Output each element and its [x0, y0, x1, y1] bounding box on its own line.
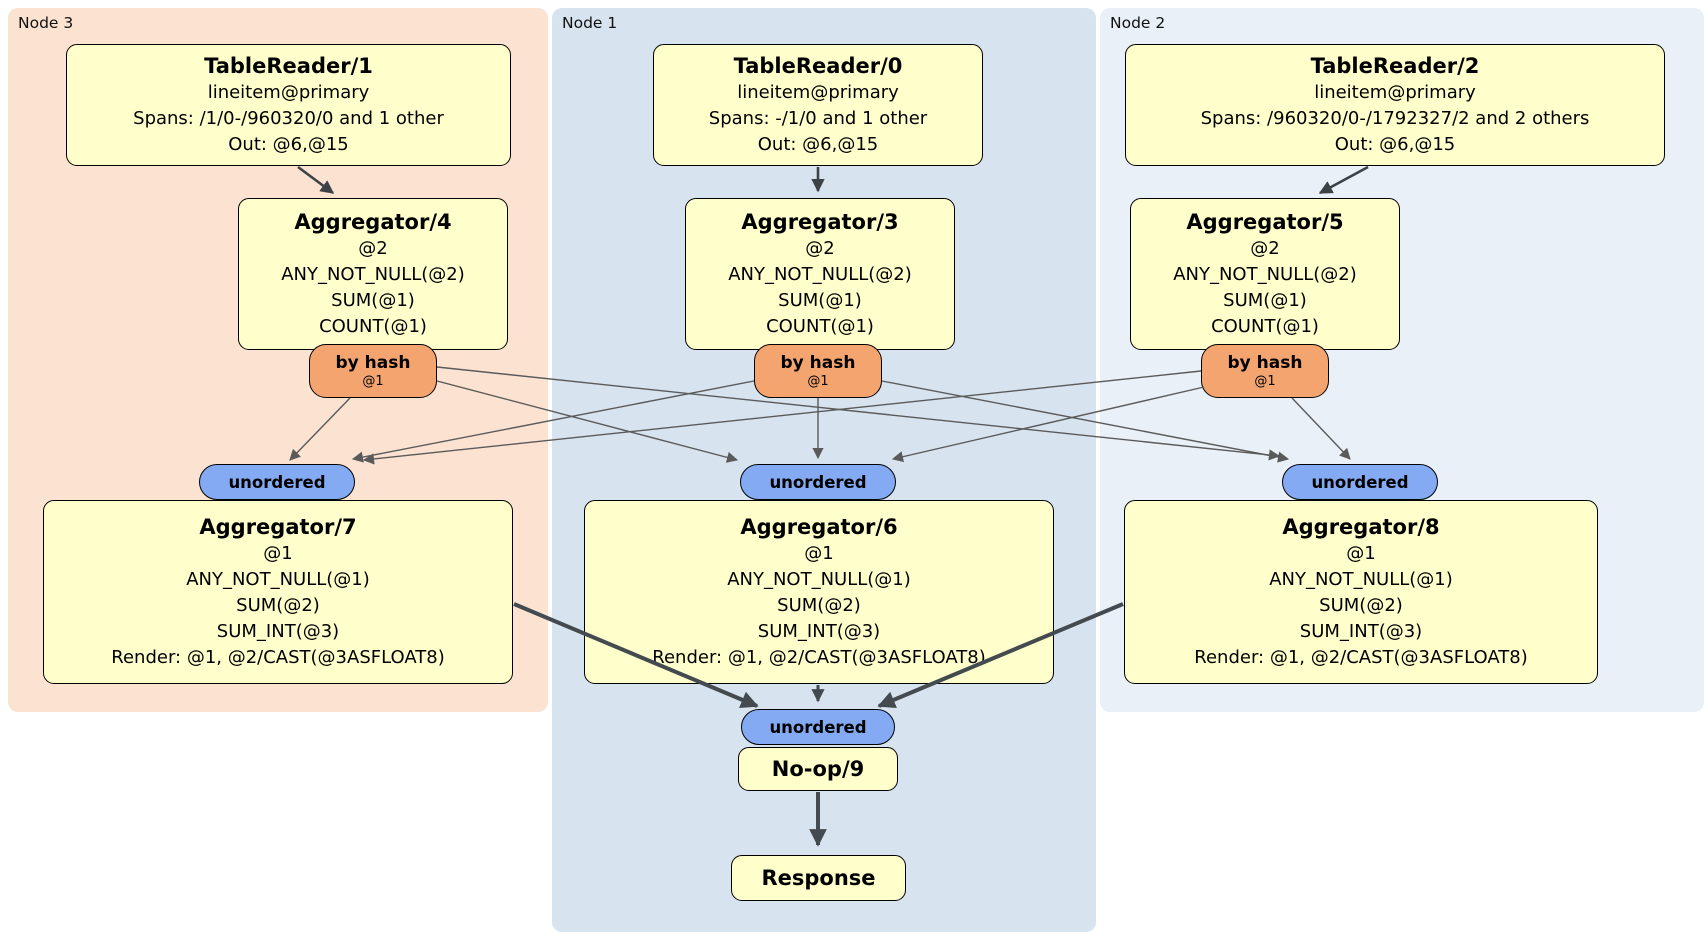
plan-node-aggregator-8: Aggregator/8 @1 ANY_NOT_NULL(@1) SUM(@2)… [1124, 500, 1598, 684]
node-detail: @2 [805, 237, 835, 259]
node-title: Aggregator/7 [199, 514, 357, 539]
unordered-stream-label: unordered [1311, 472, 1409, 492]
hash-router-arg: @1 [362, 373, 384, 389]
node-detail: Spans: /1/0-/960320/0 and 1 other [133, 107, 444, 129]
node-detail: ANY_NOT_NULL(@2) [1173, 263, 1357, 285]
node-detail: @2 [1250, 237, 1280, 259]
plan-node-tablereader-0: TableReader/0 lineitem@primary Spans: -/… [653, 44, 983, 166]
node-detail: Render: @1, @2/CAST(@3ASFLOAT8) [111, 646, 445, 668]
plan-node-aggregator-7: Aggregator/7 @1 ANY_NOT_NULL(@1) SUM(@2)… [43, 500, 513, 684]
node-title: Response [761, 865, 876, 890]
hash-router-label: by hash [335, 352, 411, 373]
plan-node-aggregator-5: Aggregator/5 @2 ANY_NOT_NULL(@2) SUM(@1)… [1130, 198, 1400, 350]
plan-node-aggregator-4: Aggregator/4 @2 ANY_NOT_NULL(@2) SUM(@1)… [238, 198, 508, 350]
node-detail: SUM_INT(@3) [1299, 620, 1423, 642]
plan-node-response: Response [731, 855, 906, 901]
plan-node-tablereader-2: TableReader/2 lineitem@primary Spans: /9… [1125, 44, 1665, 166]
unordered-stream-label: unordered [769, 472, 867, 492]
node-detail: SUM(@2) [236, 594, 320, 616]
node-detail: COUNT(@1) [319, 315, 427, 337]
node-detail: SUM(@1) [1223, 289, 1307, 311]
unordered-stream-6: unordered [740, 464, 896, 500]
node-detail: Render: @1, @2/CAST(@3ASFLOAT8) [652, 646, 986, 668]
node-detail: SUM_INT(@3) [216, 620, 340, 642]
node-title: Aggregator/5 [1186, 209, 1344, 234]
hash-router-label: by hash [780, 352, 856, 373]
node-detail: Spans: -/1/0 and 1 other [708, 107, 928, 129]
node-title: Aggregator/4 [294, 209, 452, 234]
node-detail: Out: @6,@15 [228, 133, 349, 155]
node-detail: ANY_NOT_NULL(@1) [186, 568, 370, 590]
node-detail: lineitem@primary [737, 81, 899, 103]
node-detail: Out: @6,@15 [757, 133, 879, 155]
node-detail: @1 [263, 542, 293, 564]
node-title: TableReader/2 [1310, 53, 1480, 78]
node-detail: @1 [804, 542, 834, 564]
plan-node-aggregator-6: Aggregator/6 @1 ANY_NOT_NULL(@1) SUM(@2)… [584, 500, 1054, 684]
region-node-1-label: Node 1 [562, 14, 618, 32]
node-detail: @1 [1346, 542, 1376, 564]
unordered-stream-7: unordered [199, 464, 355, 500]
region-node-2-label: Node 2 [1110, 14, 1166, 32]
plan-node-aggregator-3: Aggregator/3 @2 ANY_NOT_NULL(@2) SUM(@1)… [685, 198, 955, 350]
node-detail: Render: @1, @2/CAST(@3ASFLOAT8) [1194, 646, 1528, 668]
node-detail: SUM(@2) [777, 594, 861, 616]
node-title: TableReader/0 [733, 53, 903, 78]
unordered-stream-8: unordered [1282, 464, 1438, 500]
node-detail: Spans: /960320/0-/1792327/2 and 2 others [1200, 107, 1590, 129]
node-detail: @2 [358, 237, 388, 259]
node-detail: ANY_NOT_NULL(@1) [1269, 568, 1453, 590]
hash-router-4: by hash @1 [309, 344, 437, 398]
node-title: No-op/9 [771, 756, 865, 781]
plan-node-tablereader-1: TableReader/1 lineitem@primary Spans: /1… [66, 44, 511, 166]
node-detail: Out: @6,@15 [1334, 133, 1456, 155]
node-detail: lineitem@primary [1314, 81, 1476, 103]
node-detail: SUM(@1) [778, 289, 862, 311]
node-title: Aggregator/3 [741, 209, 899, 234]
node-detail: ANY_NOT_NULL(@1) [727, 568, 911, 590]
hash-router-5: by hash @1 [1201, 344, 1329, 398]
region-node-3-label: Node 3 [18, 14, 74, 32]
hash-router-arg: @1 [807, 373, 829, 389]
unordered-stream-label: unordered [769, 717, 867, 737]
node-detail: COUNT(@1) [766, 315, 874, 337]
node-detail: ANY_NOT_NULL(@2) [728, 263, 912, 285]
hash-router-arg: @1 [1254, 373, 1276, 389]
plan-node-no-op-9: No-op/9 [738, 747, 898, 791]
node-detail: SUM(@2) [1319, 594, 1403, 616]
node-detail: ANY_NOT_NULL(@2) [281, 263, 465, 285]
node-title: Aggregator/8 [1282, 514, 1440, 539]
node-title: TableReader/1 [204, 53, 373, 78]
unordered-stream-label: unordered [228, 472, 326, 492]
node-detail: SUM(@1) [331, 289, 415, 311]
node-detail: lineitem@primary [207, 81, 370, 103]
node-detail: SUM_INT(@3) [757, 620, 881, 642]
node-title: Aggregator/6 [740, 514, 898, 539]
hash-router-label: by hash [1227, 352, 1303, 373]
unordered-stream-final: unordered [741, 709, 895, 745]
hash-router-3: by hash @1 [754, 344, 882, 398]
node-detail: COUNT(@1) [1211, 315, 1319, 337]
